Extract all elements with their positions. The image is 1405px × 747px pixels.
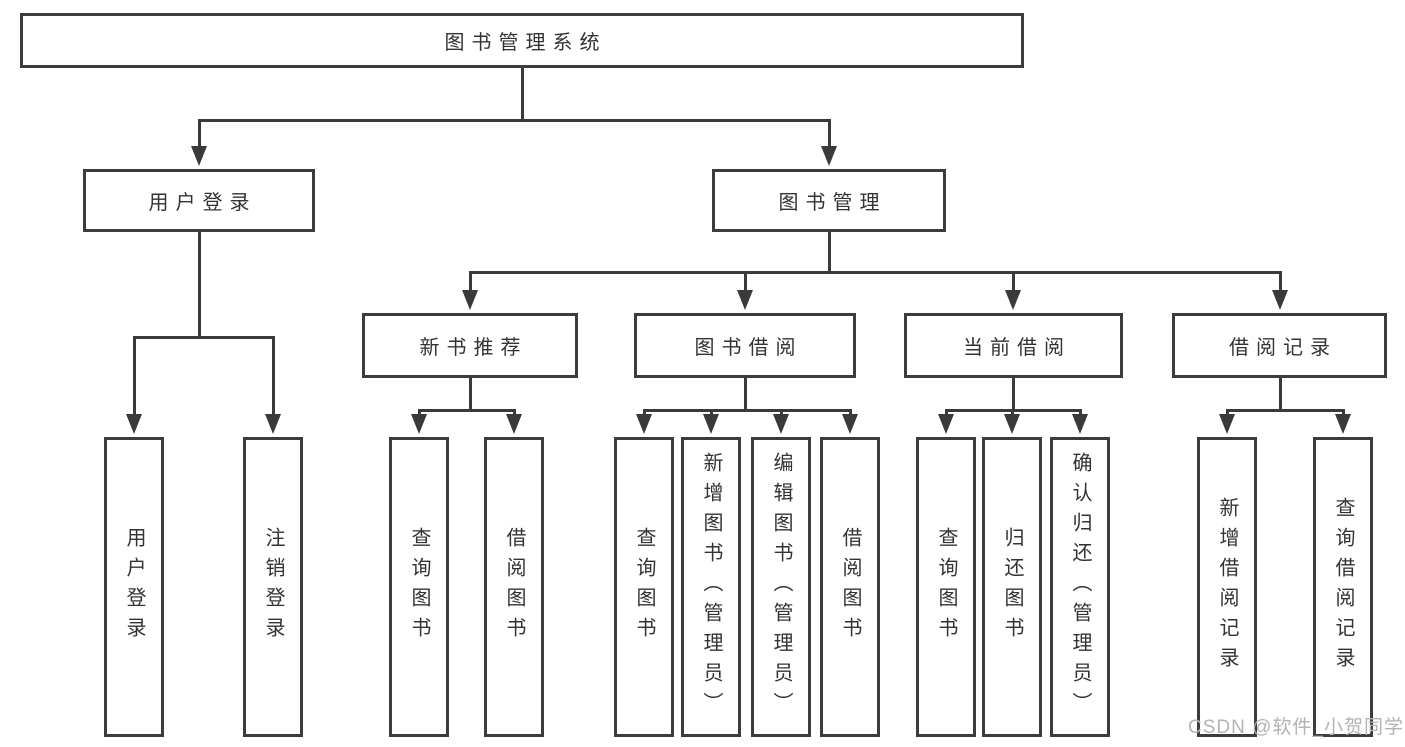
- connector-line: [944, 410, 948, 417]
- connector-line: [417, 410, 421, 417]
- arrowhead-icon: [1005, 290, 1021, 310]
- leaf-query-borrow-record: 查询借阅记录: [1313, 437, 1373, 737]
- connector-line: [827, 232, 831, 274]
- arrowhead-icon: [1335, 414, 1351, 434]
- connector-line: [197, 118, 831, 122]
- leaf-confirm-return-admin: 确认归还（管理员）: [1050, 437, 1110, 737]
- connector-line: [468, 378, 472, 412]
- arrowhead-icon: [737, 290, 753, 310]
- arrowhead-icon: [938, 414, 954, 434]
- connector-line: [1225, 408, 1345, 412]
- connector-line: [132, 337, 136, 417]
- leaf-logout: 注销登录: [243, 437, 303, 737]
- connector-line: [468, 272, 472, 293]
- arrowhead-icon: [703, 414, 719, 434]
- leaf-add-borrow-record: 新增借阅记录: [1197, 437, 1257, 737]
- connector-line: [1278, 378, 1282, 412]
- leaf-user-login: 用户登录: [104, 437, 164, 737]
- arrowhead-icon: [1072, 414, 1088, 434]
- connector-line: [417, 408, 516, 412]
- connector-line: [827, 120, 831, 149]
- arrowhead-icon: [842, 414, 858, 434]
- connector-line: [1278, 272, 1282, 293]
- arrowhead-icon: [1004, 414, 1020, 434]
- connector-line: [642, 408, 852, 412]
- arrowhead-icon: [821, 146, 837, 166]
- arrowhead-icon: [126, 414, 142, 434]
- arrowhead-icon: [411, 414, 427, 434]
- connector-line: [197, 120, 201, 149]
- connector-line: [743, 378, 747, 412]
- leaf-return-books: 归还图书: [982, 437, 1042, 737]
- connector-line: [1225, 410, 1229, 417]
- arrowhead-icon: [265, 414, 281, 434]
- connector-line: [779, 410, 783, 417]
- node-book-borrowing: 图书借阅: [634, 313, 856, 378]
- leaf-borrow-books-borrowing: 借阅图书: [820, 437, 880, 737]
- leaf-query-books-borrowing: 查询图书: [614, 437, 674, 737]
- arrowhead-icon: [1272, 290, 1288, 310]
- connector-line: [1341, 410, 1345, 417]
- leaf-add-books-admin: 新增图书（管理员）: [681, 437, 741, 737]
- connector-line: [271, 337, 275, 417]
- leaf-edit-books-admin: 编辑图书（管理员）: [751, 437, 811, 737]
- node-book-management: 图书管理: [712, 169, 946, 232]
- arrowhead-icon: [773, 414, 789, 434]
- connector-line: [1078, 410, 1082, 417]
- connector-line: [512, 410, 516, 417]
- leaf-query-books-current: 查询图书: [916, 437, 976, 737]
- connector-line: [848, 410, 852, 417]
- connector-line: [1011, 272, 1015, 293]
- arrowhead-icon: [506, 414, 522, 434]
- arrowhead-icon: [462, 290, 478, 310]
- node-current-borrowing: 当前借阅: [904, 313, 1123, 378]
- arrowhead-icon: [191, 146, 207, 166]
- connector-line: [642, 410, 646, 417]
- connector-line: [743, 272, 747, 293]
- node-library-management-system: 图书管理系统: [20, 13, 1024, 68]
- connector-line: [1011, 378, 1015, 412]
- leaf-query-books-recommend: 查询图书: [389, 437, 449, 737]
- node-new-book-recommend: 新书推荐: [362, 313, 578, 378]
- connector-line: [520, 68, 524, 122]
- connector-line: [468, 270, 1282, 274]
- connector-line: [132, 335, 275, 339]
- csdn-watermark: CSDN @软件_小贺同学: [1188, 717, 1404, 738]
- node-borrowing-records: 借阅记录: [1172, 313, 1387, 378]
- connector-line: [709, 410, 713, 417]
- arrowhead-icon: [1219, 414, 1235, 434]
- arrowhead-icon: [636, 414, 652, 434]
- leaf-borrow-books-recommend: 借阅图书: [484, 437, 544, 737]
- connector-line: [1010, 410, 1014, 417]
- connector-line: [197, 232, 201, 339]
- node-user-login: 用户登录: [83, 169, 315, 232]
